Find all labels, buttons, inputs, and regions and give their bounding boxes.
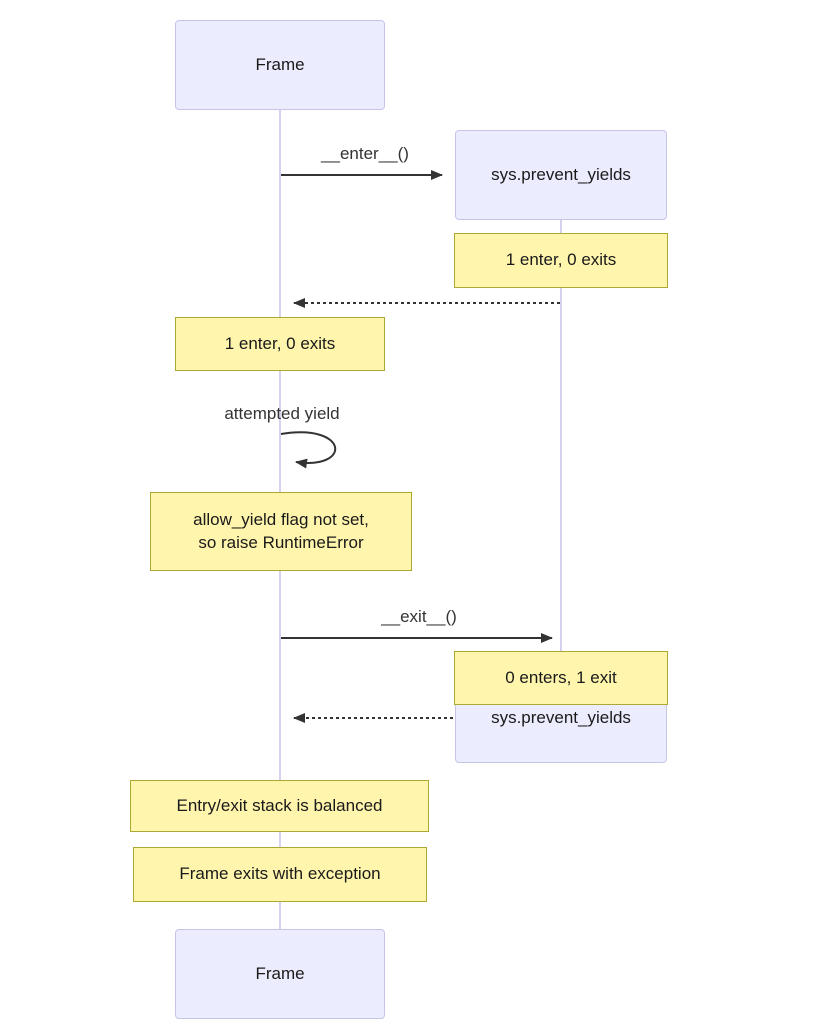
self-loop-label: attempted yield [224,404,340,423]
note-allow-yield-flag-line2: so raise RuntimeError [198,532,364,552]
actor-frame-top: Frame [175,20,385,110]
exit-message-label: __exit__() [381,607,457,626]
actor-frame-bottom-label: Frame [255,964,305,983]
note-frame-enter-count-text: 1 enter, 0 exits [224,333,336,353]
note-sys-enter-count: 1 enter, 0 exits [454,233,668,288]
note-sys-exit-count: 0 enters, 1 exit [454,651,668,705]
actor-sys-prevent-yields-bottom-label: sys.prevent_yields [491,708,631,727]
note-allow-yield-flag: allow_yield flag not set, so raise Runti… [150,492,412,571]
note-stack-balanced: Entry/exit stack is balanced [130,780,429,832]
note-stack-balanced-text: Entry/exit stack is balanced [176,795,383,815]
note-sys-enter-count-text: 1 enter, 0 exits [505,250,617,270]
note-sys-exit-count-text: 0 enters, 1 exit [505,667,617,687]
actor-sys-prevent-yields-top-label: sys.prevent_yields [491,165,631,184]
note-frame-enter-count: 1 enter, 0 exits [175,317,385,371]
actor-frame-top-label: Frame [255,55,305,74]
actor-sys-prevent-yields-top: sys.prevent_yields [455,130,667,220]
enter-message-label: __enter__() [321,144,409,163]
note-allow-yield-flag-line1: allow_yield flag not set, [193,509,369,529]
note-frame-exits-exception: Frame exits with exception [133,847,427,902]
note-frame-exits-exception-text: Frame exits with exception [179,864,381,884]
self-loop-arrow [280,431,337,469]
actor-frame-bottom: Frame [175,929,385,1019]
